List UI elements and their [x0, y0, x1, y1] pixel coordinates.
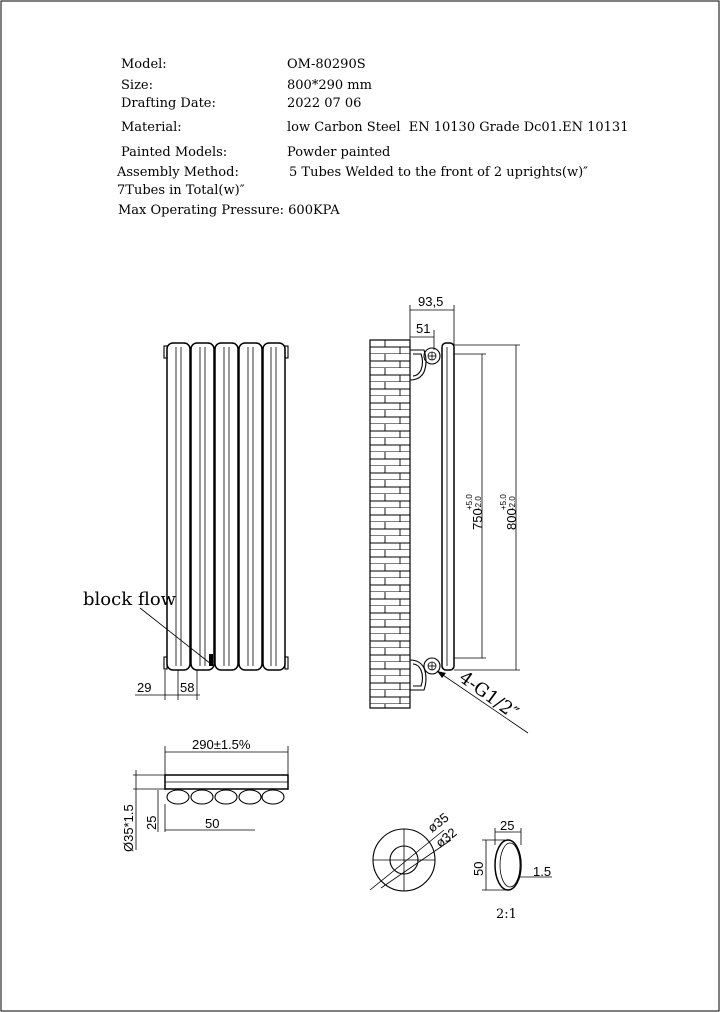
wall-bracket-bottom: [409, 657, 441, 691]
dim-width: 290±1.5%: [192, 737, 251, 752]
block-flow-leader: [139, 607, 212, 665]
drafting-date-value: 2022 07 06: [287, 96, 361, 111]
dim-height-tol-plus: +5.0: [499, 494, 508, 510]
model-value: OM-80290S: [287, 57, 366, 72]
tubes-total-text: 7Tubes in Total(w)″: [117, 183, 245, 198]
oval-tube-detail: 25 50 1.5: [471, 818, 552, 891]
assembly-value: 5 Tubes Welded to the front of 2 upright…: [289, 165, 588, 180]
size-value: 800*290 mm: [287, 78, 372, 93]
assembly-label: Assembly Method:: [116, 165, 239, 180]
model-label: Model:: [121, 57, 167, 72]
block-flow-label: block flow: [83, 589, 177, 610]
round-tube-detail: ø35 ø32: [369, 810, 460, 892]
spec-block: Model: OM-80290S Size: 800*290 mm Drafti…: [116, 57, 628, 218]
tube-section: [166, 789, 190, 805]
material-label: Material:: [121, 120, 182, 135]
tube: [190, 342, 215, 671]
tube: [214, 342, 239, 671]
thread-leader: [436, 670, 529, 734]
tube: [166, 342, 191, 671]
top-view: 290±1.5% Ø35*1.5 25 50: [121, 737, 289, 852]
tube: [262, 342, 286, 671]
oval-height-label: 50: [471, 862, 486, 876]
dim-centers-tol-plus: +5.0: [465, 494, 474, 510]
dim-diameter: Ø35*1.5: [121, 804, 136, 852]
dim-pitch: 50: [205, 816, 219, 831]
tube-section: [261, 789, 285, 805]
thread-label: 4-G1/2″: [455, 667, 522, 724]
dim-58: 58: [180, 680, 194, 695]
dim-height: 800: [504, 508, 519, 530]
brick-wall: [369, 339, 411, 709]
tube-section: [238, 789, 262, 805]
pressure-text: Max Operating Pressure: 600KPA: [118, 203, 340, 218]
dim-centers-tol-minus: -2.0: [474, 496, 483, 510]
tube-section: [214, 789, 238, 805]
dim-height-tol-minus: -2.0: [508, 496, 517, 510]
front-view: block flow 29 58: [83, 342, 289, 700]
oval-wall-label: 1.5: [533, 864, 551, 879]
painted-label: Painted Models:: [121, 145, 227, 160]
dim-offset: 25: [144, 816, 159, 830]
radiator-side-profile: [441, 342, 455, 671]
dim-bracket: 51: [416, 321, 430, 336]
drafting-date-label: Drafting Date:: [121, 96, 216, 111]
scale-label: 2:1: [496, 907, 517, 922]
dim-29: 29: [137, 680, 151, 695]
oval-inner: [499, 842, 521, 888]
oval-width-label: 25: [500, 818, 514, 833]
wall-bracket-top: [409, 347, 441, 381]
tube: [238, 342, 263, 671]
dim-centers: 750: [470, 508, 485, 530]
tube-section: [190, 789, 214, 805]
size-label: Size:: [121, 78, 153, 93]
dim-depth: 93,5: [418, 294, 443, 309]
block-flow-plug: [209, 654, 213, 666]
material-value: low Carbon Steel EN 10130 Grade Dc01.EN …: [287, 120, 628, 135]
side-view: 93,5 51 750 +5: [369, 294, 529, 734]
oval-outer: [494, 839, 522, 891]
painted-value: Powder painted: [287, 145, 390, 160]
